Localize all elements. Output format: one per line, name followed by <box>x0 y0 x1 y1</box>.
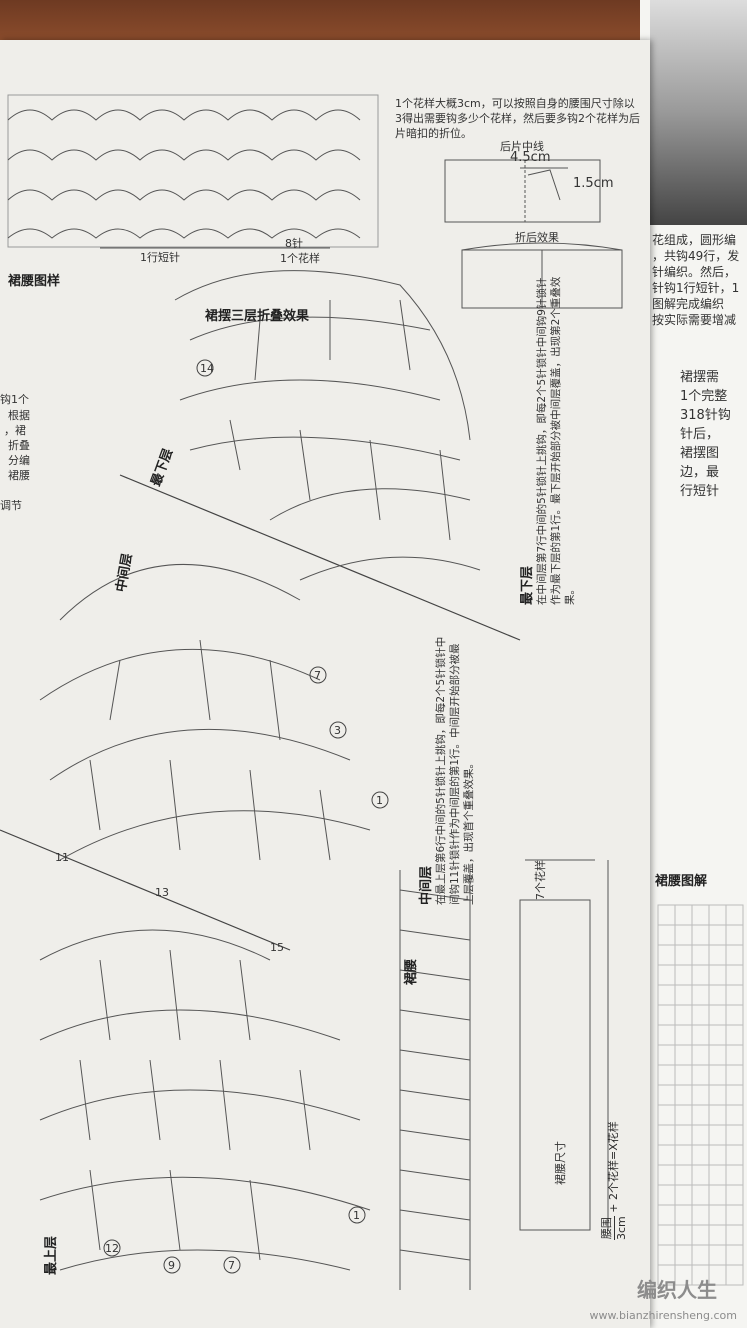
right-lower-5: 边，最 <box>680 465 720 480</box>
label-1-pattern: 1个花样 <box>280 252 320 265</box>
label-waist: 裙腰 <box>404 958 419 985</box>
right-line-3: 针钩1行短针，1 <box>652 281 740 295</box>
row-num-1b: 1 <box>353 1209 360 1222</box>
three-layer-title: 裙摆三层折叠效果 <box>205 309 310 324</box>
dim-1-5cm: 1.5cm <box>573 176 614 191</box>
dim-4-5cm: 4.5cm <box>510 150 551 165</box>
formula-denominator: 3cm <box>615 1216 628 1240</box>
formula-numerator: 腰围 <box>598 1216 615 1240</box>
top-layer-chart <box>39 929 371 1271</box>
row-num-12: 12 <box>105 1242 119 1255</box>
right-lower-text: 裙摆需 1个完整 318针钩 针后， 裙摆图 边，最 行短针 <box>680 368 731 501</box>
left-frag-5: 裙腰 <box>8 469 30 482</box>
left-frag-1: 根据 <box>8 409 30 422</box>
row-num-15: 15 <box>270 941 284 954</box>
row-num-7b: 7 <box>228 1259 235 1272</box>
right-line-4: 图解完成编织 <box>652 297 725 311</box>
right-line-1: ，共钩49行，发 <box>652 249 740 263</box>
right-top-text: 花组成，圆形编 ，共钩49行，发 针编织。然后， 针钩1行短针，1 图解完成编织… <box>652 232 739 328</box>
right-waist-chart-title: 裙腰图解 <box>655 874 708 889</box>
row-num-9: 9 <box>168 1259 175 1272</box>
right-waist-grid <box>657 904 744 1286</box>
left-frag-0: 钩1个 <box>0 393 29 406</box>
row-num-11: 11 <box>55 851 69 864</box>
top-note: 1个花样大概3cm，可以按照自身的腰围尺寸除以3得出需要钩多少个花样，然后要多钩… <box>395 97 640 140</box>
right-lower-0: 裙摆需 <box>680 370 720 385</box>
right-lower-3: 针后， <box>680 427 720 442</box>
label-top-layer: 最上层 <box>44 1235 59 1275</box>
back-center-label: 后片中线 <box>500 140 544 153</box>
right-lower-6: 行短针 <box>680 484 720 499</box>
middle-layer-chart <box>39 564 371 861</box>
formula-rest: + 2个花样=X花样 <box>607 1121 620 1213</box>
bottom-layer-note-body: 在中间层第7行中间的5针锁针上挑钩，即每2个5针锁针中间钩9针锁针作为最下层的第… <box>536 276 576 605</box>
label-1row-sc: 1行短针 <box>140 251 180 264</box>
fold-effect-label: 折后效果 <box>515 231 559 244</box>
bottom-layer-chart <box>174 270 481 581</box>
row-num-3: 3 <box>334 724 341 737</box>
right-lower-2: 318针钩 <box>680 408 731 423</box>
right-lower-4: 裙摆图 <box>680 446 720 461</box>
waist-band-pattern-title: 裙腰图样 <box>8 274 61 289</box>
left-frag-3: 折叠 <box>8 439 30 452</box>
middle-layer-note: 中间层 在最上层第6行中间的5针锁针上挑钩，即每2个5针锁针中间钩11针锁针作为… <box>415 605 476 905</box>
right-lower-1: 1个完整 <box>680 389 728 404</box>
bottom-layer-note-title: 最下层 <box>520 565 535 605</box>
model-photo <box>650 0 747 225</box>
row-num-1: 1 <box>376 794 383 807</box>
watermark-cn: 编织人生 <box>637 1278 717 1302</box>
waist-band-chart <box>7 94 379 249</box>
left-frag-6: 调节 <box>0 499 22 512</box>
left-frag-2: ，裙 <box>4 424 26 437</box>
formula-seven-patterns: 7个花样 <box>534 860 547 900</box>
back-panel-diagram <box>444 159 623 309</box>
bottom-layer-note: 最下层 在中间层第7行中间的5针锁针上挑钩，即每2个5针锁针中间钩9针锁针作为最… <box>516 185 577 605</box>
watermark-url: www.bianzhirensheng.com <box>589 1309 737 1322</box>
formula-size-label: 裙腰尺寸 <box>554 1141 567 1185</box>
formula-box <box>519 859 609 1231</box>
right-line-5: 按实际需要增减 <box>652 313 737 327</box>
row-num-13: 13 <box>155 886 169 899</box>
middle-layer-note-body: 在最上层第6行中间的5针锁针上挑钩，即每2个5针锁针中间钩11针锁针作为中间层的… <box>435 636 475 905</box>
right-line-0: 花组成，圆形编 <box>652 233 737 247</box>
right-line-2: 针编织。然后， <box>652 265 737 279</box>
left-frag-4: 分编 <box>8 454 30 467</box>
row-num-7: 7 <box>314 669 321 682</box>
label-8-stitches: 8针 <box>285 237 303 250</box>
waistband-vertical-chart <box>399 870 471 1290</box>
formula: 腰围 3cm + 2个花样=X花样 <box>598 1121 628 1240</box>
middle-layer-note-title: 中间层 <box>419 865 434 905</box>
row-num-14: 14 <box>200 362 214 375</box>
